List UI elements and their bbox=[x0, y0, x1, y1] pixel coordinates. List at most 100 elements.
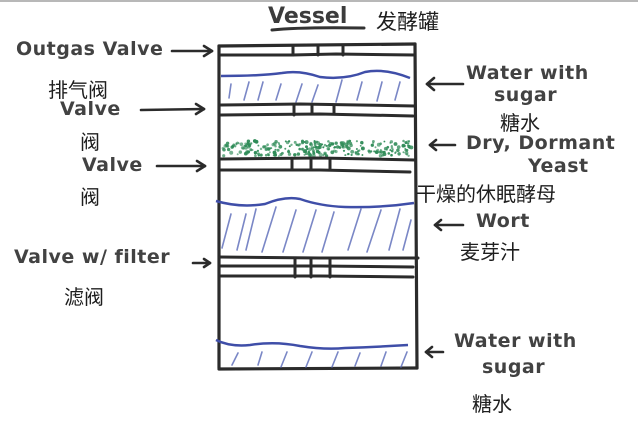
vessel-bottom bbox=[217, 366, 419, 371]
yeast-granule bbox=[229, 150, 234, 155]
yeast-granule bbox=[264, 146, 269, 151]
yeast-granule bbox=[326, 146, 331, 151]
label-filter-valve: Valve w/ filter bbox=[14, 246, 171, 268]
yeast-granule bbox=[404, 141, 408, 145]
label-wort: Wort bbox=[476, 210, 530, 232]
yeast-granule bbox=[272, 141, 277, 146]
yeast-granule bbox=[361, 154, 364, 156]
yeast-granule bbox=[232, 143, 236, 147]
yeast-granule bbox=[406, 144, 409, 147]
yeast-granule bbox=[302, 149, 307, 154]
label-valve-2: Valve bbox=[82, 154, 143, 176]
yeast-granule bbox=[223, 144, 227, 148]
label-water-top-line1: Water with bbox=[466, 62, 589, 84]
yeast-granule bbox=[405, 153, 409, 156]
yeast-granule bbox=[274, 145, 277, 148]
title-chinese: 发酵罐 bbox=[376, 10, 439, 34]
yeast-granule bbox=[325, 144, 328, 148]
yeast-granule bbox=[390, 153, 393, 157]
yeast-granule bbox=[407, 154, 410, 157]
yeast-granule bbox=[355, 140, 358, 143]
yeast-granules bbox=[221, 139, 414, 158]
label-water-bottom-zh: 糖水 bbox=[472, 392, 512, 416]
yeast-granule bbox=[288, 145, 291, 148]
yeast-granule bbox=[396, 145, 401, 149]
valve-band-1 bbox=[219, 102, 417, 118]
yeast-granule bbox=[297, 143, 301, 147]
yeast-granule bbox=[334, 141, 338, 145]
yeast-granule bbox=[240, 146, 245, 150]
yeast-granule bbox=[370, 143, 374, 147]
yeast-granule bbox=[314, 145, 318, 149]
label-water-bottom-line2: sugar bbox=[482, 356, 546, 378]
yeast-granule bbox=[344, 154, 347, 157]
arrow-water-bottom bbox=[424, 345, 445, 359]
yeast-granule bbox=[327, 140, 330, 143]
yeast-granule bbox=[402, 139, 405, 143]
yeast-granule bbox=[259, 147, 263, 151]
yeast-granule bbox=[266, 143, 269, 147]
yeast-granule bbox=[257, 152, 260, 156]
yeast-granule bbox=[287, 140, 291, 143]
liquid-wort bbox=[215, 196, 415, 253]
yeast-granule bbox=[325, 154, 329, 158]
yeast-granule bbox=[360, 140, 364, 145]
yeast-granule bbox=[257, 144, 260, 147]
yeast-granule bbox=[278, 143, 281, 146]
yeast-granule bbox=[323, 143, 327, 147]
yeast-granule bbox=[383, 146, 388, 151]
yeast-granule bbox=[235, 143, 238, 146]
yeast-granule bbox=[338, 146, 342, 149]
yeast-granule bbox=[287, 150, 291, 154]
yeast-granule bbox=[373, 150, 376, 153]
yeast-granule bbox=[306, 148, 309, 151]
yeast-granule bbox=[355, 147, 358, 151]
label-filter-valve-zh: 滤阀 bbox=[64, 285, 104, 309]
yeast-granule bbox=[409, 145, 414, 150]
liquid-surface bbox=[220, 69, 411, 80]
yeast-granule bbox=[278, 144, 283, 149]
yeast-granule bbox=[252, 139, 257, 143]
arrow-valve-1 bbox=[139, 102, 206, 116]
yeast-granule bbox=[402, 151, 405, 154]
label-wort-zh: 麦芽汁 bbox=[460, 240, 520, 264]
yeast-granule bbox=[284, 147, 287, 150]
yeast-granule bbox=[333, 146, 336, 149]
yeast-granule bbox=[389, 149, 392, 152]
liquid-water-bottom bbox=[215, 338, 409, 368]
wort-surface bbox=[215, 196, 415, 209]
yeast-granule bbox=[246, 150, 251, 154]
yeast-granule bbox=[236, 141, 239, 144]
yeast-granule bbox=[350, 153, 353, 156]
yeast-granule bbox=[244, 142, 247, 146]
vessel-right-wall bbox=[413, 42, 419, 370]
yeast-granule bbox=[239, 142, 244, 146]
top-border bbox=[0, 0, 638, 2]
yeast-granule bbox=[389, 141, 392, 144]
yeast-granule bbox=[346, 140, 349, 143]
yeast-granule bbox=[244, 144, 248, 148]
hatch-lines bbox=[228, 79, 401, 103]
label-outgas-valve: Outgas Valve bbox=[16, 38, 164, 60]
outgas-valve-band bbox=[219, 43, 417, 57]
yeast-granule bbox=[312, 151, 316, 155]
yeast-granule bbox=[273, 151, 277, 155]
label-water-top-zh: 糖水 bbox=[500, 111, 540, 135]
yeast-granule bbox=[380, 150, 384, 154]
label-valve-1: Valve bbox=[60, 98, 121, 120]
yeast-granule bbox=[308, 153, 312, 157]
yeast-granule bbox=[225, 145, 228, 148]
yeast-granule bbox=[376, 142, 381, 147]
yeast-granule bbox=[371, 139, 375, 143]
yeast-granule bbox=[318, 152, 323, 157]
yeast-granule bbox=[312, 149, 316, 153]
yeast-granule bbox=[313, 143, 317, 147]
valve-band-2 bbox=[219, 156, 417, 174]
label-water-top-line2: sugar bbox=[494, 84, 558, 106]
yeast-granule bbox=[274, 148, 277, 151]
yeast-granule bbox=[323, 152, 327, 155]
yeast-granule bbox=[387, 152, 391, 155]
yeast-granule bbox=[296, 152, 301, 156]
arrow-filter-valve bbox=[191, 257, 212, 269]
